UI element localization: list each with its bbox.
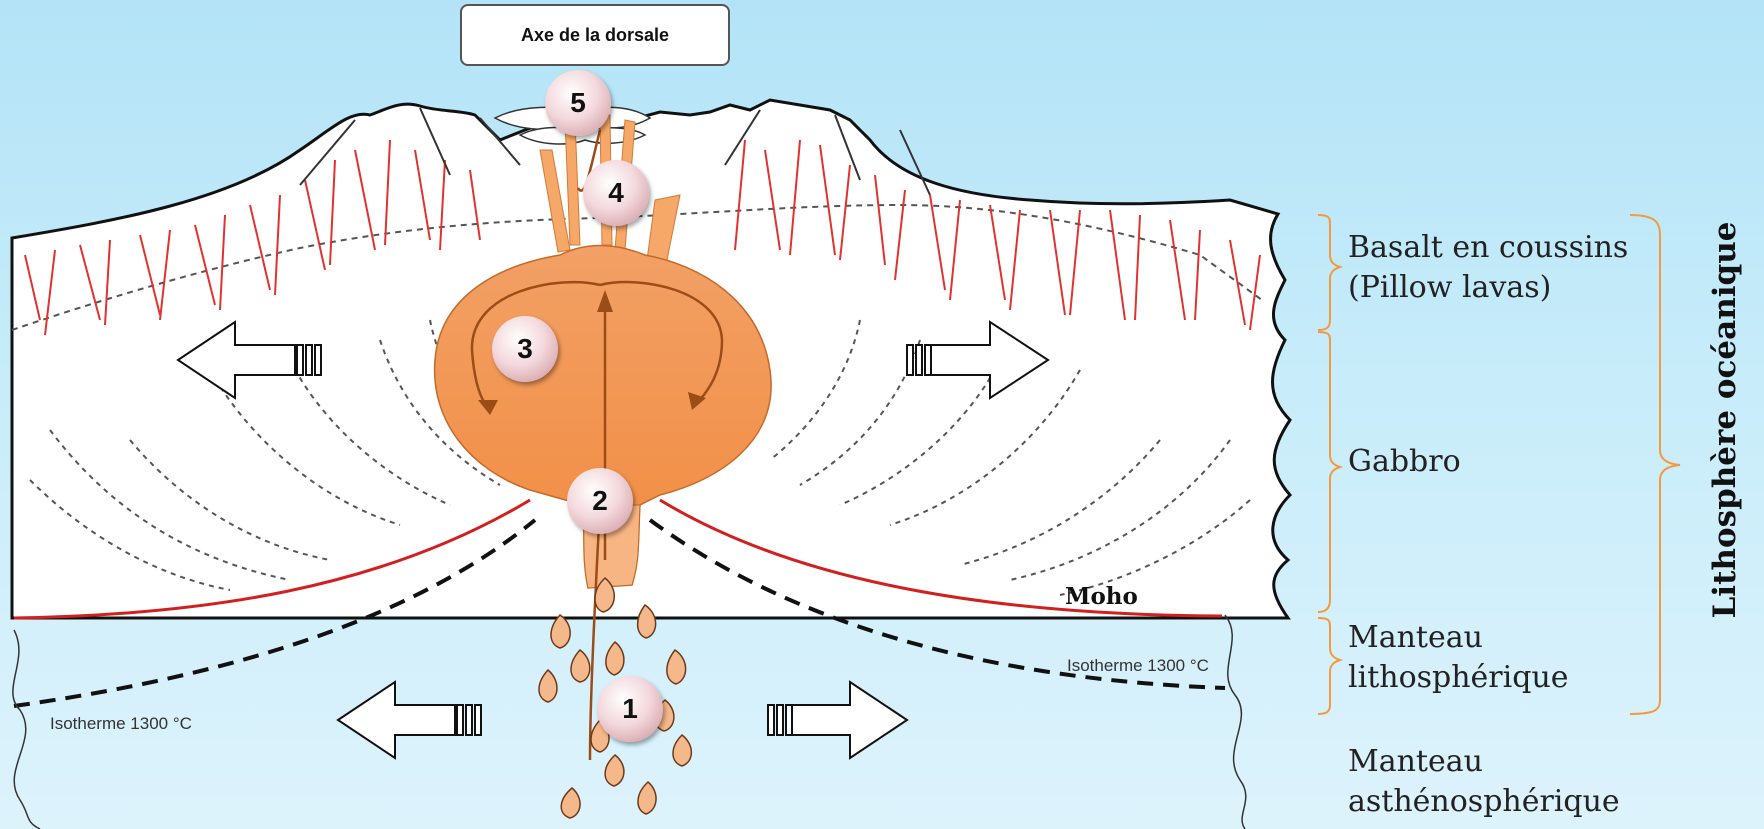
isotherm-right-label: Isotherme 1300 °C <box>1067 656 1209 676</box>
spreading-arrow-lower-left <box>338 682 481 758</box>
moho-label: Moho <box>1065 583 1138 610</box>
step-2-marker: 2 <box>567 468 633 534</box>
step-1-marker: 1 <box>597 676 663 742</box>
step-4-marker: 4 <box>583 160 649 226</box>
manteau-astheno-line1: Manteau <box>1348 742 1620 782</box>
basalt-label-line1: Basalt en coussins <box>1348 228 1628 268</box>
manteau-lithospherique-label: Manteau lithosphérique <box>1348 618 1569 698</box>
step-3-marker: 3 <box>492 316 558 382</box>
manteau-asthenospherique-label: Manteau asthénosphérique <box>1348 742 1620 822</box>
basalt-label: Basalt en coussins (Pillow lavas) <box>1348 228 1628 308</box>
step-5-marker: 5 <box>545 70 611 136</box>
manteau-astheno-line2: asthénosphérique <box>1348 782 1620 822</box>
gabbro-label: Gabbro <box>1348 442 1461 482</box>
isotherm-left-label: Isotherme 1300 °C <box>50 714 192 734</box>
spreading-arrow-lower-right <box>768 682 907 758</box>
basalt-label-line2: (Pillow lavas) <box>1348 268 1628 308</box>
manteau-litho-line2: lithosphérique <box>1348 658 1569 698</box>
manteau-litho-line1: Manteau <box>1348 618 1569 658</box>
ridge-axis-label: Axe de la dorsale <box>460 4 730 66</box>
lithosphere-oceanique-label: Lithosphère océanique <box>1707 222 1743 619</box>
